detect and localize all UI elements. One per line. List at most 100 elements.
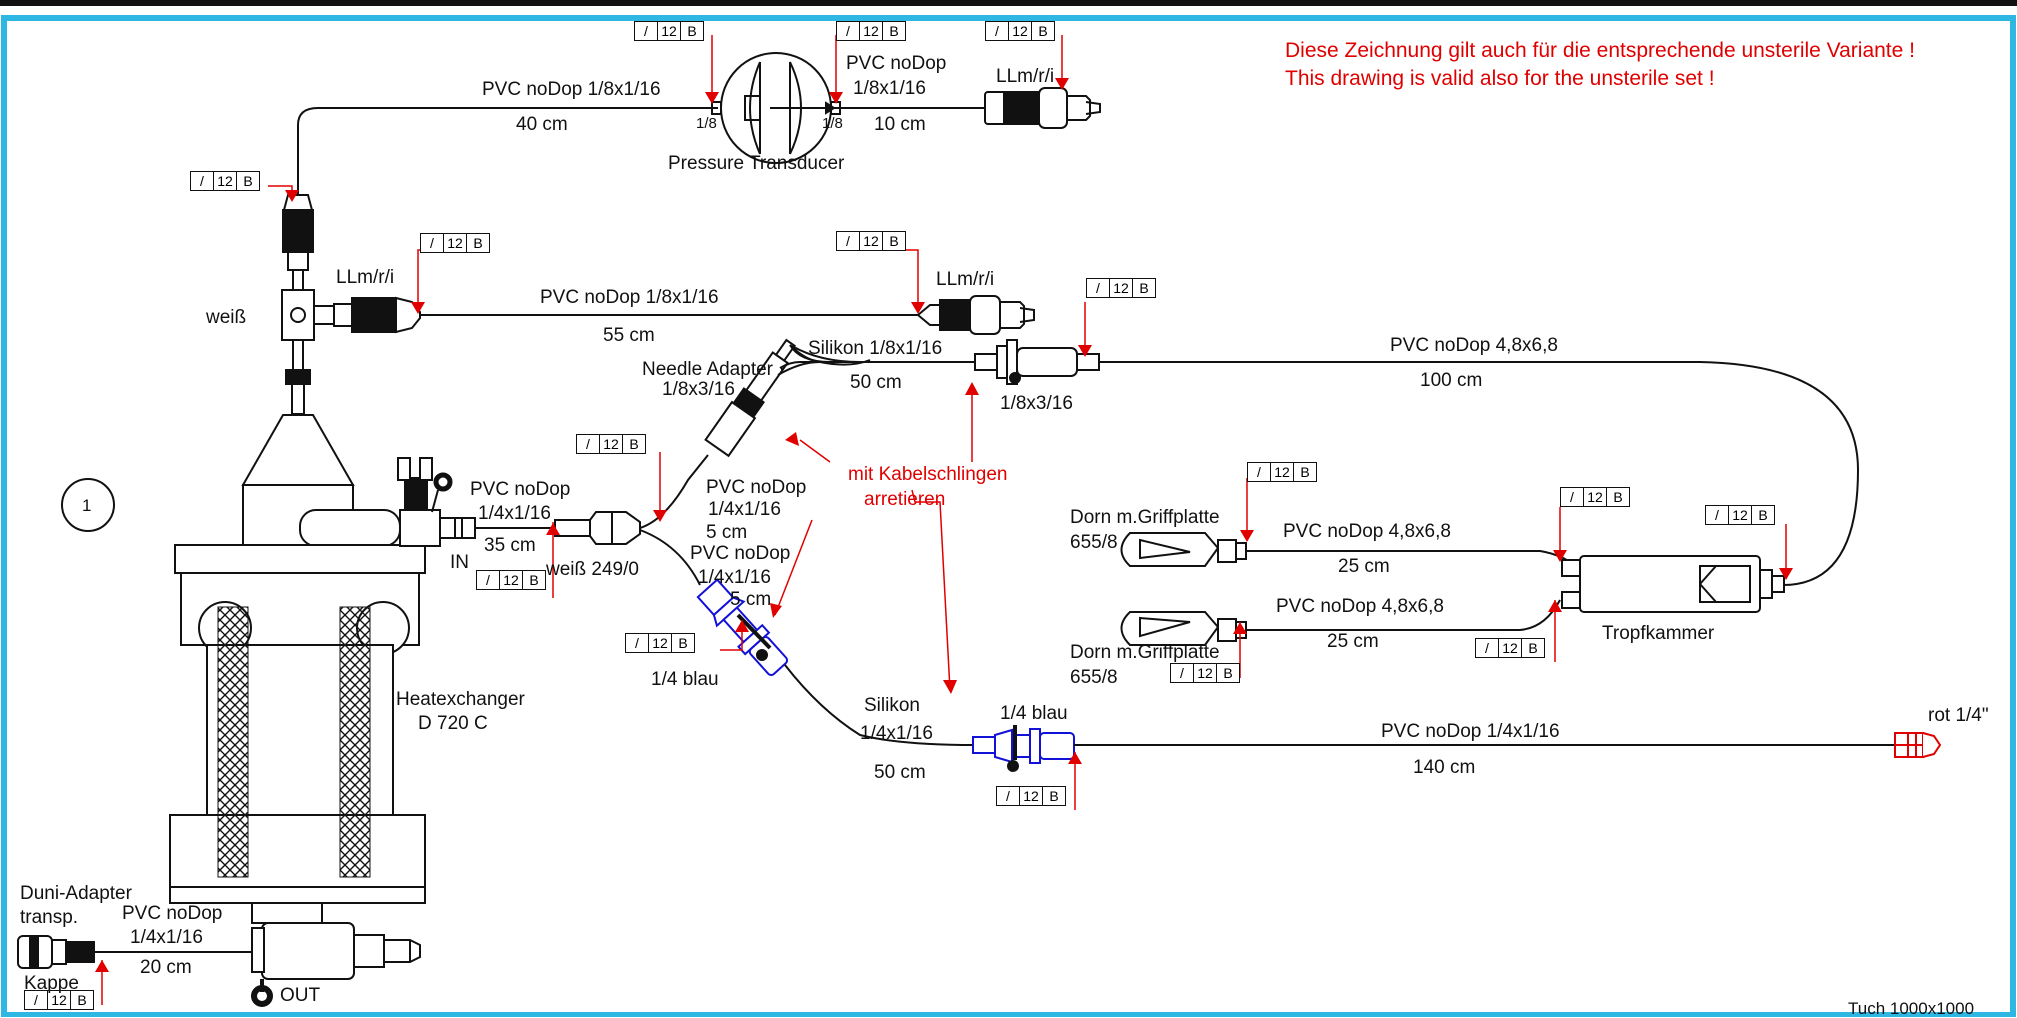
label-arretieren: arretieren	[864, 489, 946, 510]
label-duni-transp: transp.	[20, 907, 79, 928]
blue-connector-left-icon	[696, 578, 789, 677]
label-needle-adapter: Needle Adapter	[642, 359, 773, 380]
label-needle-size: 1/8x3/16	[662, 379, 735, 400]
label-dorn1: Dorn m.Griffplatte	[1070, 507, 1220, 528]
label-pvc-18-top: PVC noDop 1/8x1/16	[482, 79, 661, 100]
tube-top-40cm	[297, 107, 718, 195]
position-circle	[61, 478, 115, 532]
label-pvc-branch1-size: 1/4x1/16	[708, 499, 781, 520]
label-len-55: 55 cm	[603, 325, 655, 346]
label-len-50a: 50 cm	[850, 372, 902, 393]
label-pvc-branch2: PVC noDop	[690, 543, 791, 564]
label-blau-left: 1/4 blau	[651, 669, 719, 690]
label-connector-18x316: 1/8x3/16	[1000, 393, 1073, 414]
label-pressure-transducer: Pressure Transducer	[668, 153, 845, 174]
label-pvc-top-right: PVC noDop	[846, 53, 947, 74]
dorn-spike-1-icon	[1120, 532, 1247, 567]
label-pvc-out: PVC noDop	[122, 903, 223, 924]
label-heatexchanger: Heatexchanger	[396, 689, 525, 710]
position-number: 1	[82, 496, 92, 515]
label-len-140: 140 cm	[1413, 757, 1476, 778]
label-len-35: 35 cm	[484, 535, 536, 556]
label-duni-adapter: Duni-Adapter	[20, 883, 132, 904]
label-pvc-branch1: PVC noDop	[706, 477, 807, 498]
label-len-100: 100 cm	[1420, 370, 1483, 391]
label-dorn2: Dorn m.Griffplatte	[1070, 642, 1220, 663]
label-llm-mid: LLm/r/i	[936, 269, 995, 290]
tube-100cm	[1099, 361, 1860, 586]
y-connector-weiss-icon	[281, 194, 335, 415]
label-llm-left: LLm/r/i	[336, 267, 395, 288]
heatexchanger-mesh	[217, 606, 371, 878]
tropfkammer-icon	[1561, 555, 1785, 613]
label-silikon-14: Silikon	[864, 695, 920, 716]
label-silikon-18: Silikon 1/8x1/16	[808, 338, 943, 359]
label-len-40: 40 cm	[516, 114, 568, 135]
note-line-de: Diese Zeichnung gilt auch für die entspr…	[1285, 39, 1915, 62]
label-llm-top: LLm/r/i	[996, 66, 1055, 87]
label-silikon-14-size: 1/4x1/16	[860, 723, 933, 744]
label-len-20: 20 cm	[140, 957, 192, 978]
label-dorn2-num: 655/8	[1070, 667, 1118, 688]
label-len-25a: 25 cm	[1338, 556, 1390, 577]
label-pvc-18-mid: PVC noDop 1/8x1/16	[540, 287, 719, 308]
blue-connector-right-icon	[972, 728, 1075, 764]
label-pvc-48-top: PVC noDop 4,8x6,8	[1390, 335, 1558, 356]
needle-adapter-icon	[704, 338, 796, 458]
label-weiss-2490: weiß 249/0	[546, 559, 639, 580]
duni-adapter-icon	[17, 935, 95, 969]
label-heatexchanger-model: D 720 C	[418, 713, 488, 734]
label-len-5a: 5 cm	[706, 522, 748, 543]
dorn-spike-2-icon	[1120, 611, 1247, 646]
label-len-10: 10 cm	[874, 114, 926, 135]
note-line-en: This drawing is valid also for the unste…	[1285, 67, 1715, 90]
top-black-bar	[0, 0, 2017, 6]
label-len-25b: 25 cm	[1327, 631, 1379, 652]
label-weiss: weiß	[206, 307, 247, 328]
label-len-5b: 5 cm	[730, 589, 772, 610]
label-tropfkammer: Tropfkammer	[1602, 623, 1715, 644]
llm-connector-left-icon	[333, 296, 421, 334]
label-pvc-in: PVC noDop	[470, 479, 571, 500]
cyan-border	[1, 15, 2016, 1017]
label-pvc-48-d1: PVC noDop 4,8x6,8	[1283, 521, 1451, 542]
llm-connector-mid-icon	[916, 295, 1035, 335]
label-len-50b: 50 cm	[874, 762, 926, 783]
label-kappe: Kappe	[24, 973, 79, 994]
label-pvc-in-size: 1/4x1/16	[478, 503, 551, 524]
label-kabelschlingen: mit Kabelschlingen	[848, 464, 1008, 485]
label-pvc-top-right-size: 1/8x1/16	[853, 78, 926, 99]
label-pvc-out-size: 1/4x1/16	[130, 927, 203, 948]
y-connector-2490-icon	[554, 511, 641, 545]
label-dorn1-num: 655/8	[1070, 532, 1118, 553]
label-rot: rot 1/4"	[1928, 705, 1989, 726]
label-port-18-left: 1/8	[696, 115, 717, 132]
out-port-icon	[251, 902, 421, 1007]
in-port-icon	[397, 457, 476, 547]
label-pvc-branch2-size: 1/4x1/16	[698, 567, 771, 588]
llm-connector-top-icon	[984, 87, 1101, 129]
label-pvc-48-d2: PVC noDop 4,8x6,8	[1276, 596, 1444, 617]
heatexchanger-icon	[169, 414, 426, 904]
label-pvc-14-long: PVC noDop 1/4x1/16	[1381, 721, 1560, 742]
connector-18x316-icon	[974, 339, 1100, 385]
